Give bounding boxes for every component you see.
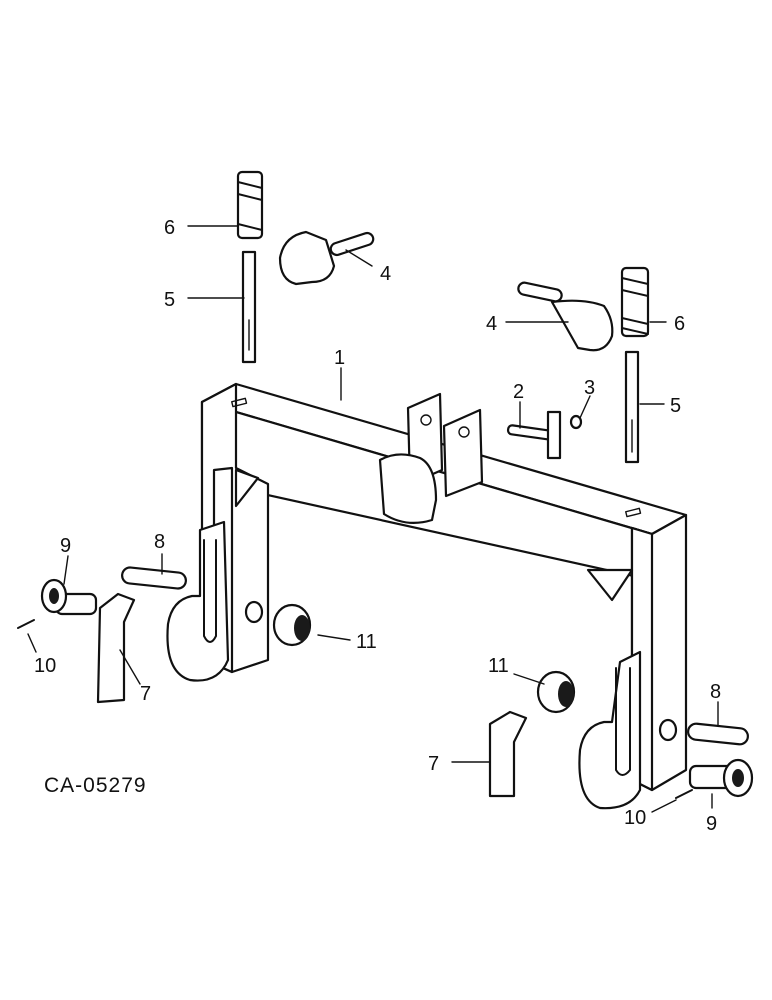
- bushing-right: [536, 670, 576, 714]
- callout-6-right: 6: [674, 313, 685, 335]
- rod-left: [241, 250, 257, 364]
- spring-pin-right: [675, 789, 693, 799]
- pin-8-left: [121, 566, 187, 590]
- callout-6-left: 6: [164, 217, 175, 239]
- clip-3: [569, 414, 583, 430]
- callout-9-left: 9: [60, 535, 71, 557]
- callout-4-left: 4: [380, 263, 391, 285]
- callout-4-right: 4: [486, 313, 497, 335]
- headed-pin-right: [688, 758, 754, 798]
- callout-8-right: 8: [710, 681, 721, 703]
- callout-7-left: 7: [140, 683, 151, 705]
- callout-8-left: 8: [154, 531, 165, 553]
- callout-5-right: 5: [670, 395, 681, 417]
- spring-left: [236, 170, 264, 240]
- callout-7-right: 7: [428, 753, 439, 775]
- spring-right: [620, 266, 650, 338]
- callout-11-right: 11: [488, 655, 509, 677]
- lock-plate-left: [96, 592, 136, 704]
- callout-3: 3: [584, 377, 595, 399]
- callout-2: 2: [513, 381, 524, 403]
- latch-handle-right: [517, 281, 614, 352]
- callout-1: 1: [334, 347, 345, 369]
- pin-8-right: [687, 722, 749, 746]
- hitch-frame: [166, 382, 688, 810]
- latch-handle-left: [278, 230, 375, 286]
- figure-code: CA-05279: [44, 774, 147, 797]
- callout-5-left: 5: [164, 289, 175, 311]
- callout-labels: 1 2 3 4 4 5 5 6 6 7 7 8 8 9 9 10 10 11 1…: [34, 217, 721, 835]
- headed-pin-left: [40, 578, 98, 616]
- callout-9-right: 9: [706, 813, 717, 835]
- lock-plate-right: [488, 710, 528, 798]
- rod-right: [624, 350, 640, 464]
- spring-pin-left: [17, 619, 35, 629]
- callout-10-left: 10: [34, 655, 56, 677]
- callout-11-left: 11: [356, 631, 377, 653]
- pin-2: [506, 410, 562, 460]
- bushing-left: [272, 603, 312, 647]
- callout-10-right: 10: [624, 807, 646, 829]
- leader-lines: [27, 225, 719, 813]
